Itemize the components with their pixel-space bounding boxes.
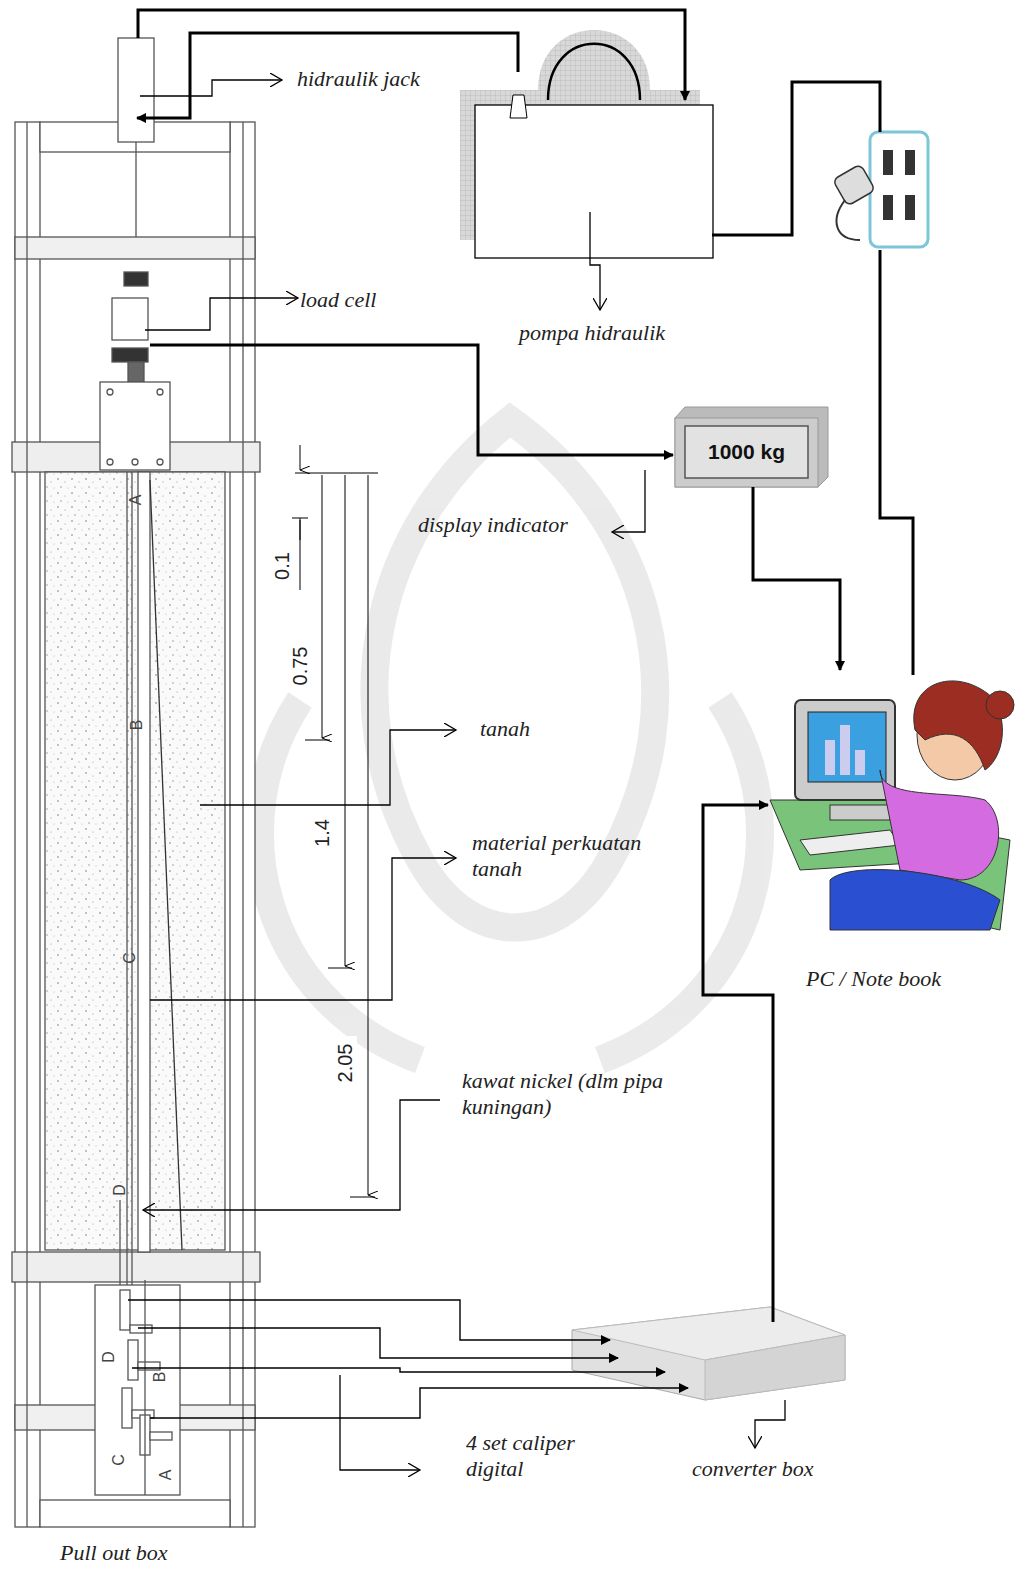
part-letter: B xyxy=(150,1372,169,1383)
callout-label: kawat nickel (dlm pipa kuningan) xyxy=(462,1068,677,1121)
part-letter: B xyxy=(127,720,146,731)
callout-label: 4 set caliper digital xyxy=(466,1430,626,1483)
callout-label: tanah xyxy=(480,716,530,742)
callout-label: load cell xyxy=(300,287,376,313)
callout-label: hidraulik jack xyxy=(297,66,420,92)
callout-label: pompa hidraulik xyxy=(519,320,665,346)
dimension-value: 1.4 xyxy=(310,819,334,847)
part-letter: D xyxy=(110,1184,129,1196)
part-letter: C xyxy=(109,1454,128,1466)
part-letter: A xyxy=(126,495,145,506)
part-letter: A xyxy=(156,1470,175,1481)
part-letter: D xyxy=(99,1351,118,1363)
dimension-value: 0.1 xyxy=(270,552,294,580)
callout-label: material perkuatan tanah xyxy=(472,830,647,883)
callout-label: PC / Note book xyxy=(806,966,941,992)
display-screen: 1000 kg xyxy=(686,427,807,477)
dimension-value: 2.05 xyxy=(333,1044,357,1083)
callout-label: display indicator xyxy=(418,512,568,538)
display-reading: 1000 kg xyxy=(708,440,785,464)
callout-label: Pull out box xyxy=(60,1540,168,1566)
dimension-value: 0.75 xyxy=(288,647,312,686)
callout-label: converter box xyxy=(692,1456,814,1482)
part-letter: C xyxy=(120,952,139,964)
